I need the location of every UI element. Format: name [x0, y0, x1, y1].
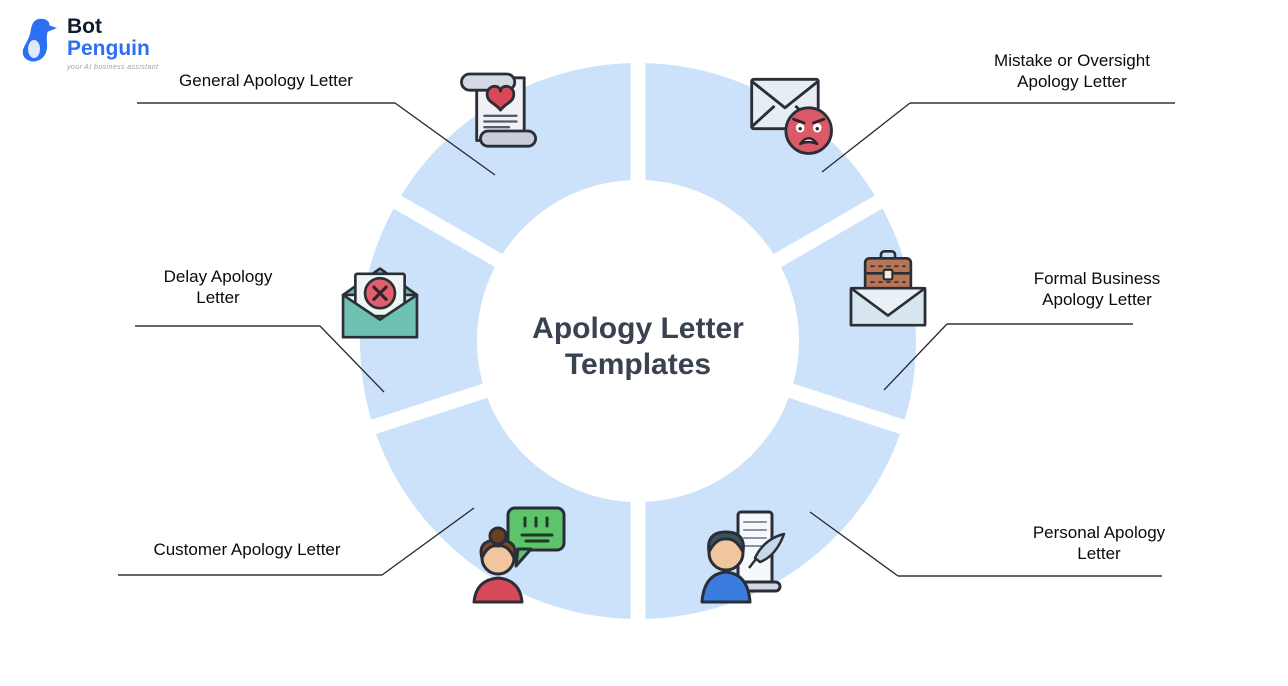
- label-mistake-or-oversight-apology-letter: Mistake or Oversight Apology Letter: [939, 50, 1205, 92]
- brand-tagline: your AI business assistant: [67, 64, 159, 71]
- label-line: Apology Letter: [1042, 290, 1152, 309]
- person-writing-icon: [700, 510, 786, 604]
- crossed-envelope-icon: [341, 267, 419, 339]
- diagram-title-line2: Templates: [564, 348, 712, 381]
- label-line: Letter: [1077, 544, 1121, 563]
- label-personal-apology-letter: Personal Apology Letter: [966, 522, 1232, 564]
- label-line: Personal Apology: [1032, 523, 1166, 542]
- label-line: Delay Apology: [163, 267, 273, 286]
- label-line: Customer Apology Letter: [153, 540, 341, 559]
- label-customer-apology-letter: Customer Apology Letter: [114, 539, 380, 560]
- label-delay-apology-letter: Delay Apology Letter: [85, 266, 351, 308]
- label-line: General Apology Letter: [179, 71, 353, 90]
- diagram-title-line1: Apology Letter: [532, 312, 744, 345]
- brand-name-bottom: Penguin: [67, 37, 150, 60]
- angry-envelope-icon: [750, 77, 833, 155]
- diagram-title: Apology Letter Templates: [458, 311, 818, 383]
- connector-lines: [319, 102, 948, 577]
- label-underlines: [118, 102, 1175, 577]
- label-line: Letter: [196, 288, 240, 307]
- label-formal-business-apology-letter: Formal Business Apology Letter: [964, 268, 1230, 310]
- penguin-icon: [22, 18, 57, 62]
- label-line: Formal Business: [1033, 269, 1161, 288]
- customer-chat-icon: [472, 506, 566, 604]
- logo-text: Bot Penguin your AI business assistant: [67, 15, 159, 72]
- brand-name-top: Bot: [67, 15, 102, 38]
- segment-gaps: [363, 55, 913, 627]
- botpenguin-logo: Bot Penguin your AI business assistant: [18, 16, 158, 71]
- heart-scroll-icon: [460, 72, 538, 148]
- briefcase-envelope-icon: [849, 249, 927, 327]
- label-line: Mistake or Oversight: [994, 51, 1150, 70]
- label-general-apology-letter: General Apology Letter: [137, 70, 395, 91]
- label-line: Apology Letter: [1017, 72, 1127, 91]
